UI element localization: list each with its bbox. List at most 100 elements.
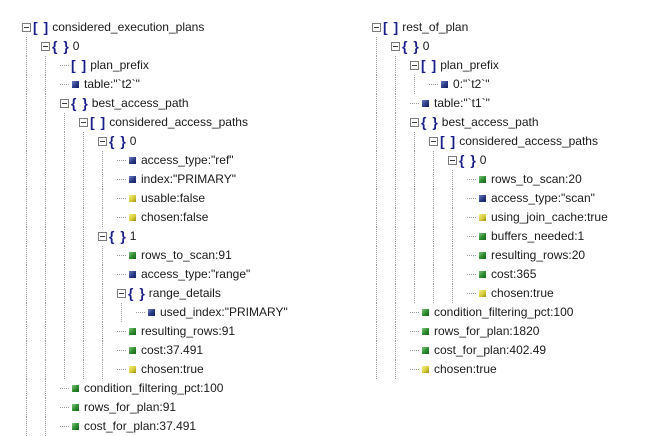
tree-node[interactable]: { }0 <box>22 37 288 56</box>
tree-node[interactable]: { }0 <box>372 151 608 170</box>
tree-node[interactable]: [ ]considered_access_paths <box>372 132 608 151</box>
key-value-separator: : <box>179 362 184 376</box>
tree-node[interactable]: access_type : "scan" <box>372 189 608 208</box>
expander-collapse-icon[interactable] <box>410 118 419 127</box>
expander-collapse-icon[interactable] <box>410 61 419 70</box>
tree-node[interactable]: cost : 365 <box>372 265 608 284</box>
tree-indent <box>372 341 410 360</box>
tree-node[interactable]: rows_for_plan : 91 <box>22 398 288 417</box>
tree-node[interactable]: { }best_access_path <box>372 113 608 132</box>
tree-node[interactable]: [ ]plan_prefix <box>372 56 608 75</box>
tree-node[interactable]: chosen : false <box>22 208 288 227</box>
tree-node-label: table <box>434 96 461 110</box>
tree-node[interactable]: table : "`t1`" <box>372 94 608 113</box>
tree-node[interactable]: usable : false <box>22 189 288 208</box>
key-value-separator: : <box>207 267 212 281</box>
tree-indent <box>372 246 467 265</box>
tree-node[interactable]: [ ]rest_of_plan <box>372 18 608 37</box>
tree-node[interactable]: rows_to_scan : 20 <box>372 170 608 189</box>
tree-node[interactable]: resulting_rows : 91 <box>22 322 288 341</box>
boolean-value-icon <box>479 290 486 297</box>
tree-guide-line <box>45 322 47 341</box>
tree-guide-line <box>83 227 85 246</box>
object-brace-icon: { } <box>52 38 70 54</box>
expander-collapse-icon[interactable] <box>98 232 107 241</box>
tree-node[interactable]: chosen : true <box>22 360 288 379</box>
key-value-separator: : <box>459 77 464 91</box>
tree-guide-line <box>414 151 416 170</box>
tree-node[interactable]: [ ]considered_execution_plans <box>22 18 288 37</box>
tree-indent <box>22 208 117 227</box>
tree-node[interactable]: rows_for_plan : 1820 <box>372 322 608 341</box>
tree-node-label: access_type <box>491 191 558 205</box>
tree-node[interactable]: condition_filtering_pct : 100 <box>22 379 288 398</box>
expander-collapse-icon[interactable] <box>41 42 50 51</box>
boolean-value-icon <box>129 214 136 221</box>
tree-node-label: 0 <box>453 77 460 91</box>
expander-collapse-icon[interactable] <box>391 42 400 51</box>
tree-node[interactable]: 0 : "`t2`" <box>372 75 608 94</box>
tree-indent <box>22 113 79 132</box>
tree-node[interactable]: cost : 37.491 <box>22 341 288 360</box>
tree-node-label: considered_execution_plans <box>52 20 205 34</box>
tree-node[interactable]: { }0 <box>22 132 288 151</box>
tree-guide-line <box>83 341 85 360</box>
tree-indent <box>22 265 117 284</box>
tree-node-value: "ref" <box>211 153 234 167</box>
tree-node-value: true <box>533 286 554 300</box>
tree-node-label: buffers_needed <box>491 229 575 243</box>
tree-node[interactable]: using_join_cache : true <box>372 208 608 227</box>
tree-node[interactable]: [ ]considered_access_paths <box>22 113 288 132</box>
tree-node-label: considered_access_paths <box>109 115 248 129</box>
expander-collapse-icon[interactable] <box>22 23 31 32</box>
tree-node[interactable]: access_type : "range" <box>22 265 288 284</box>
tree-guide-line <box>414 246 416 265</box>
tree-node[interactable]: rows_to_scan : 91 <box>22 246 288 265</box>
tree-node[interactable]: { }best_access_path <box>22 94 288 113</box>
tree-node[interactable]: { }range_details <box>22 284 288 303</box>
tree-guide-line <box>26 341 28 360</box>
tree-node[interactable]: index : "PRIMARY" <box>22 170 288 189</box>
expander-collapse-icon[interactable] <box>117 289 126 298</box>
tree-guide-line <box>376 113 378 132</box>
object-brace-icon: { } <box>421 114 439 130</box>
tree-guide-line <box>414 208 416 227</box>
tree-guide-line <box>45 208 47 227</box>
tree-node[interactable]: [ ]plan_prefix <box>22 56 288 75</box>
tree-node[interactable]: cost_for_plan : 402.49 <box>372 341 608 360</box>
tree-guide-line <box>83 322 85 341</box>
tree-node[interactable]: condition_filtering_pct : 100 <box>372 303 608 322</box>
tree-connector <box>467 208 476 227</box>
tree-node[interactable]: { }0 <box>372 37 608 56</box>
number-value-icon <box>129 328 136 335</box>
key-value-separator: : <box>574 229 578 243</box>
json-tree-viewer: [ ]considered_execution_plans{ }0[ ]plan… <box>22 18 608 436</box>
expander-collapse-icon[interactable] <box>98 137 107 146</box>
tree-guide-line <box>26 208 28 227</box>
tree-guide-line <box>433 265 435 284</box>
tree-node[interactable]: table : "`t2`" <box>22 75 288 94</box>
expander-collapse-icon[interactable] <box>448 156 457 165</box>
array-bracket-icon: [ ] <box>33 19 50 35</box>
tree-node[interactable]: used_index : "PRIMARY" <box>22 303 288 322</box>
tree-node[interactable]: chosen : true <box>372 284 608 303</box>
tree-node-value: true <box>587 210 608 224</box>
tree-node[interactable]: chosen : true <box>372 360 608 379</box>
expander-collapse-icon[interactable] <box>60 99 69 108</box>
tree-guide-line <box>64 360 66 379</box>
expander-collapse-icon[interactable] <box>79 118 88 127</box>
tree-guide-line <box>64 170 66 189</box>
tree-connector <box>117 208 126 227</box>
tree-guide-line <box>376 284 378 303</box>
tree-guide-line <box>45 246 47 265</box>
tree-node[interactable]: access_type : "ref" <box>22 151 288 170</box>
tree-node[interactable]: resulting_rows : 20 <box>372 246 608 265</box>
tree-guide-line <box>64 341 66 360</box>
tree-guide-line <box>45 56 47 75</box>
tree-node[interactable]: buffers_needed : 1 <box>372 227 608 246</box>
expander-collapse-icon[interactable] <box>429 137 438 146</box>
tree-node[interactable]: { }1 <box>22 227 288 246</box>
tree-node-label: resulting_rows <box>491 248 569 262</box>
expander-collapse-icon[interactable] <box>372 23 381 32</box>
tree-node-label: 0 <box>422 39 430 53</box>
